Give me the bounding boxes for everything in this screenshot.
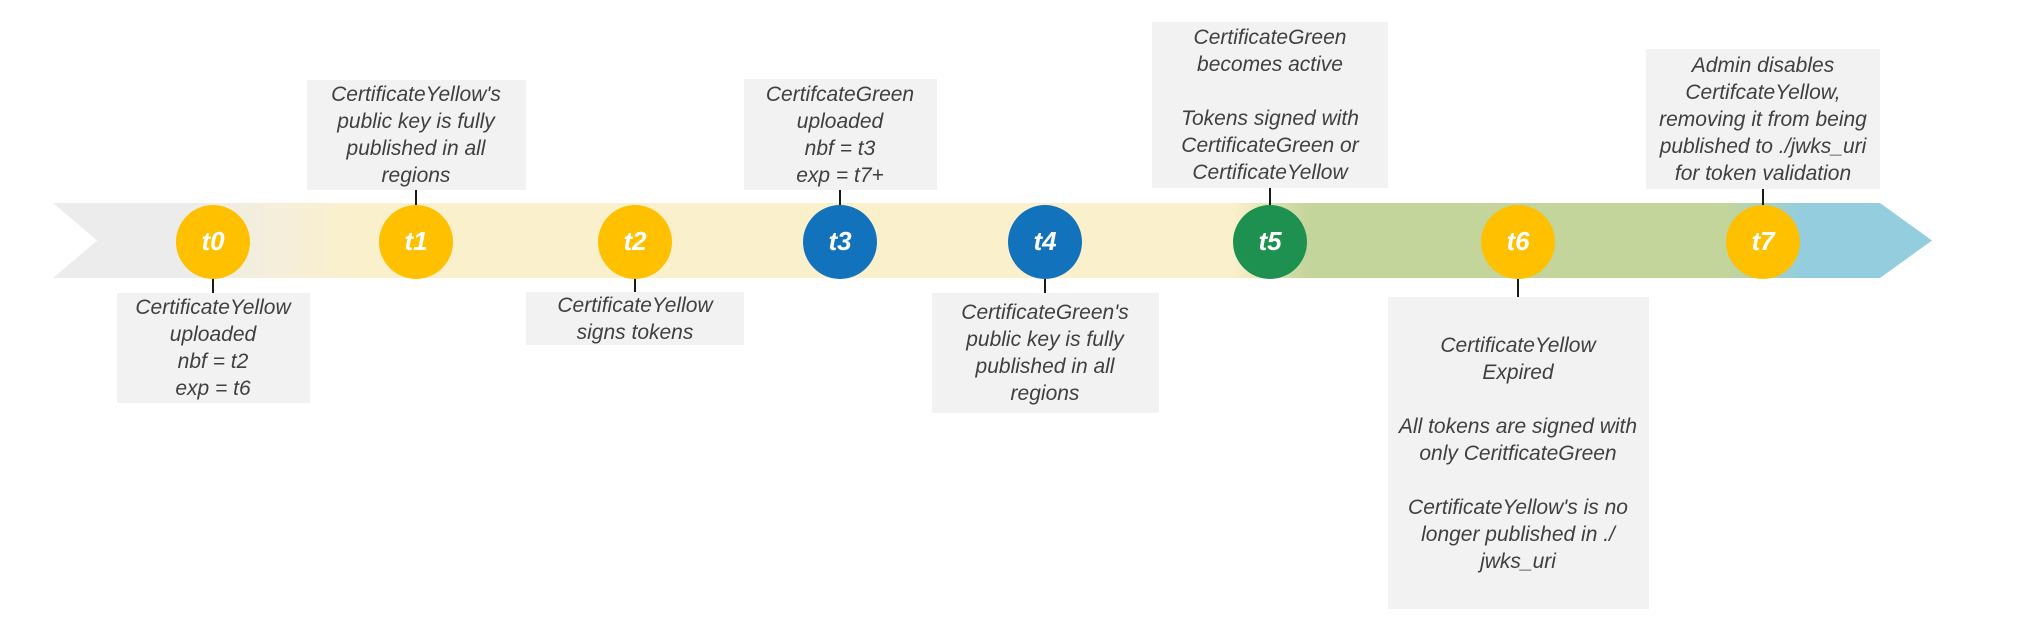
callout-line: published to ./jwks_uri <box>1659 134 1867 158</box>
callout-line: CertifcateGreen <box>765 82 915 106</box>
callout-line: becomes active <box>1197 53 1343 76</box>
callout-line: CertificateGreen <box>1193 26 1347 49</box>
timeline-marker-t6: t6 <box>1481 205 1555 279</box>
connector-line-t6 <box>1517 278 1519 297</box>
callout-line: CertificateGreen's <box>961 301 1129 324</box>
callout-line: only CeritficateGreen <box>1419 441 1617 465</box>
callout-line: CertificateYellow <box>135 296 291 319</box>
connector-line-t3 <box>839 190 841 206</box>
timeline-marker-t5: t5 <box>1233 205 1307 279</box>
timeline-marker-t1: t1 <box>379 205 453 279</box>
callout-t3: CertifcateGreen uploaded nbf = t3 exp = t7+ <box>743 79 937 190</box>
marker-label-t7: t7 <box>1751 225 1775 256</box>
callout-line: public key is fully <box>966 328 1124 351</box>
connector-line-t4 <box>1044 278 1046 293</box>
marker-label-t4: t4 <box>1033 225 1057 256</box>
connector-line-t0 <box>212 278 214 293</box>
callout-line: CertificateYellow <box>557 293 713 317</box>
callout-line: Expired <box>1482 360 1554 384</box>
callout-line: uploaded <box>796 109 884 133</box>
callout-line: CertificateYellow <box>1192 161 1348 184</box>
callout-line: jwks_uri <box>1480 549 1556 573</box>
callout-line: exp = t7+ <box>796 163 884 187</box>
callout-line: for token validation <box>1674 161 1852 185</box>
callout-line: Admin disables <box>1691 53 1835 77</box>
timeline-marker-t3: t3 <box>803 205 877 279</box>
callout-t1: CertificateYellow's public key is fully pu… <box>306 80 526 190</box>
callout-line: All tokens are signed with <box>1398 414 1638 438</box>
timeline-band <box>53 203 1932 278</box>
callout-t0: CertificateYellow uploaded nbf = t2 exp = t… <box>116 293 310 403</box>
marker-label-t0: t0 <box>201 225 225 256</box>
callout-line: longer published in ./ <box>1421 522 1615 546</box>
marker-label-t2: t2 <box>623 225 647 256</box>
timeline-marker-t7: t7 <box>1726 205 1800 279</box>
marker-label-t5: t5 <box>1258 225 1282 256</box>
callout-t2: CertificateYellow signs tokens <box>526 292 744 345</box>
callout-line: CertificateGreen or <box>1181 134 1359 157</box>
callout-line: CertificateYellow's is no <box>1408 495 1628 519</box>
callout-line: CertificateYellow's <box>331 83 501 106</box>
callout-line: regions <box>381 164 451 187</box>
callout-line: signs tokens <box>576 320 694 344</box>
connector-line-t7 <box>1762 189 1764 206</box>
timeline-marker-t4: t4 <box>1008 205 1082 279</box>
callout-line: published in all <box>346 137 486 160</box>
callout-t4: CertificateGreen's public key is fully pub… <box>931 293 1159 413</box>
timeline-marker-t0: t0 <box>176 205 250 279</box>
callout-line: removing it from being <box>1659 107 1867 131</box>
callout-line: exp = t6 <box>175 377 251 400</box>
callout-line: CertifcateYellow, <box>1685 80 1841 104</box>
callout-line: nbf = t2 <box>177 350 249 373</box>
callout-line: Tokens signed with <box>1181 107 1359 130</box>
marker-label-t6: t6 <box>1506 225 1530 256</box>
connector-line-t2 <box>634 278 636 292</box>
callout-line: nbf = t3 <box>804 136 876 160</box>
callout-line: CertificateYellow <box>1440 333 1596 357</box>
callout-line: public key is fully <box>337 110 495 133</box>
callout-line: published in all <box>975 355 1115 378</box>
marker-label-t1: t1 <box>404 225 428 256</box>
connector-line-t5 <box>1269 188 1271 206</box>
connector-line-t1 <box>415 190 417 206</box>
marker-label-t3: t3 <box>828 225 852 256</box>
callout-line: regions <box>1010 382 1080 405</box>
callout-line: uploaded <box>169 323 257 346</box>
timeline-marker-t2: t2 <box>598 205 672 279</box>
